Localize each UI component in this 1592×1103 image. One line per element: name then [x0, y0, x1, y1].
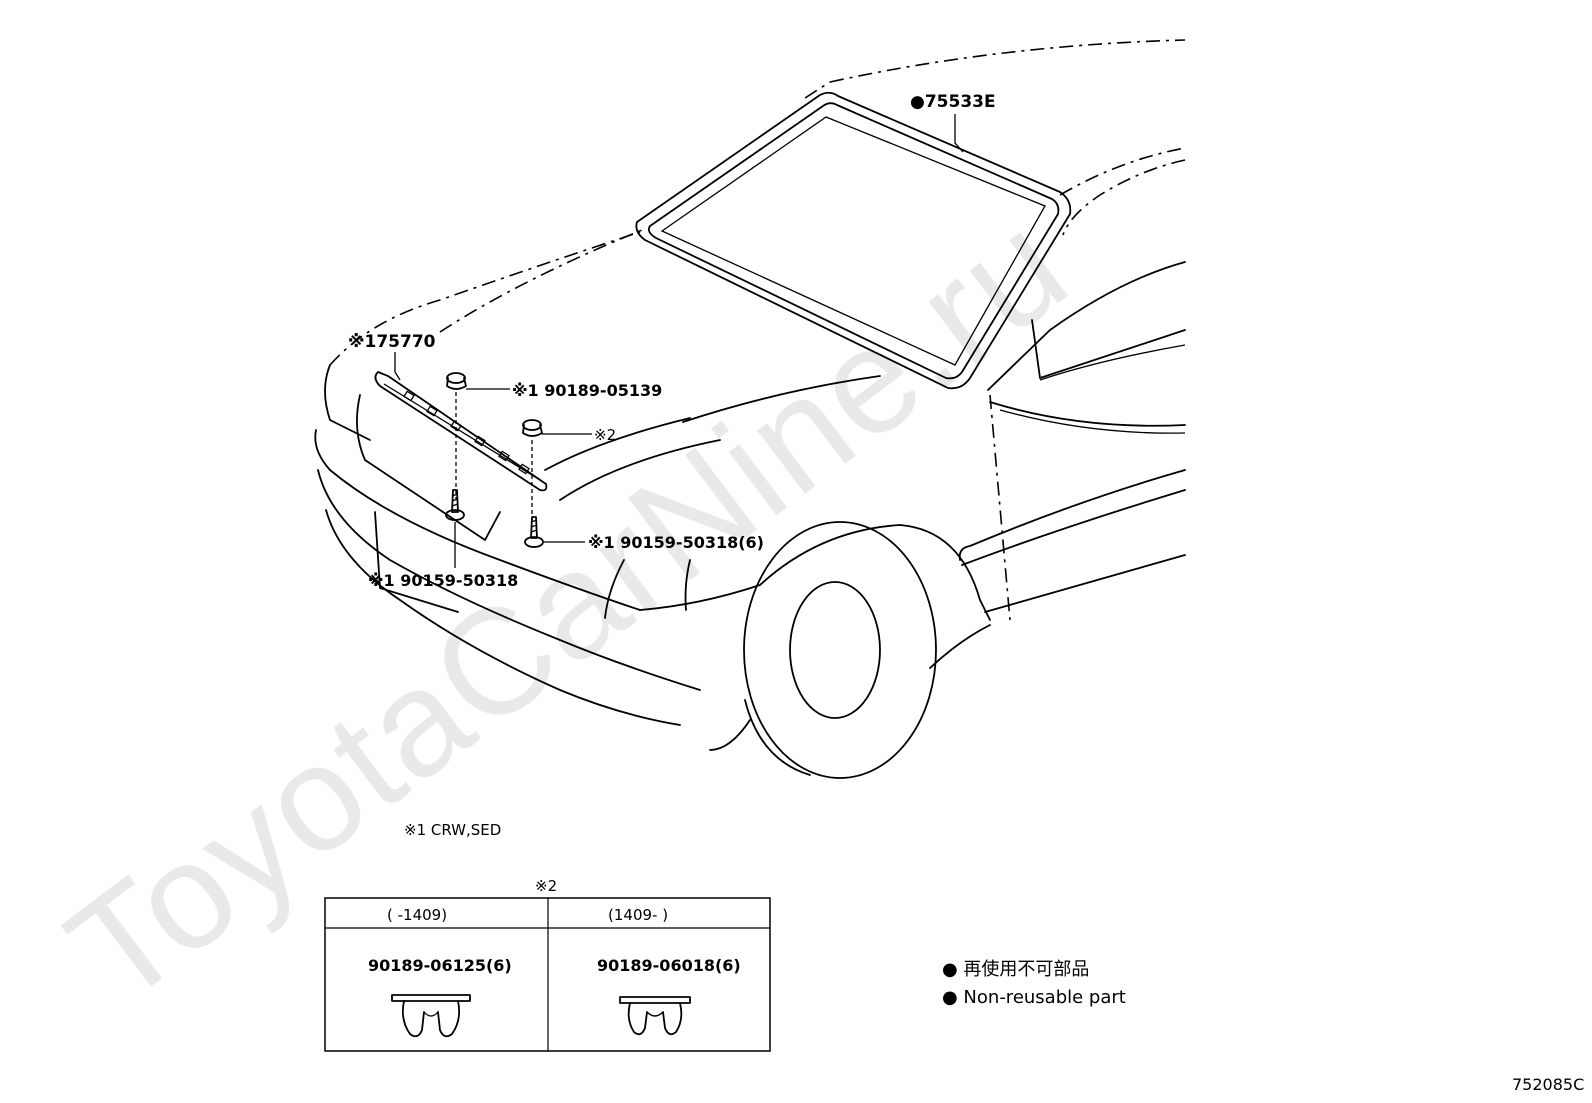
table-col2-range: (1409- )	[608, 906, 668, 924]
table-col2-part: 90189-06018(6)	[597, 956, 741, 975]
table-col1-range: ( -1409)	[387, 906, 447, 924]
callout-clip-upper: ※1 90189-05139	[512, 381, 662, 400]
callout-clip-x2: ※2	[594, 426, 616, 444]
car-outline	[314, 39, 1186, 779]
clip-06018-icon	[619, 996, 691, 1036]
callout-cowl-molding: ※175770	[348, 332, 436, 352]
callout-screw-left: ※1 90159-50318	[368, 571, 518, 590]
applicability-note: ※1 CRW,SED	[404, 821, 501, 839]
clip-variant-table: ※2 ( -1409) (1409- ) 90189-06125(6) 9018…	[324, 877, 771, 1052]
table-col1-part: 90189-06125(6)	[368, 956, 512, 975]
legend-ja: ● 再使用不可部品	[942, 959, 1089, 980]
callout-screw-right: ※1 90159-50318(6)	[588, 533, 764, 552]
screw-right-icon	[524, 516, 544, 548]
clip-06125-icon	[391, 994, 471, 1038]
watermark: ToyotaCarNine.ru	[38, 180, 1097, 1036]
screw-left-icon	[445, 489, 465, 521]
clip-x2-icon	[522, 419, 543, 520]
table-marker: ※2	[535, 877, 557, 895]
diagram-code: 752085C	[1512, 1075, 1584, 1094]
legend-en: ● Non-reusable part	[942, 987, 1126, 1008]
leader-lines	[394, 114, 964, 568]
callout-windshield-weatherstrip: ●75533E	[910, 92, 996, 112]
clip-upper-icon	[446, 372, 467, 500]
cowl-molding-part	[374, 371, 548, 492]
